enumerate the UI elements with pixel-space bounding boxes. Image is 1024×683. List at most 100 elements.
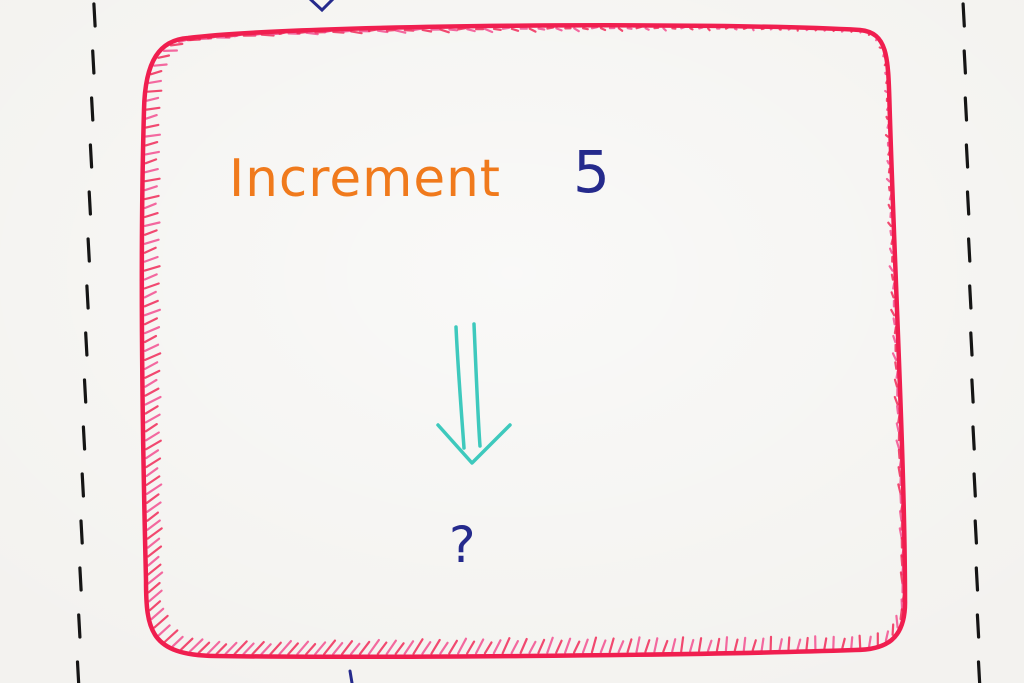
frame-hatch-stroke — [537, 638, 546, 654]
frame-hatch-stroke — [147, 571, 164, 585]
frame-hatch-stroke — [644, 27, 650, 31]
frame-hatch-stroke — [145, 467, 159, 478]
frame-hatch-stroke — [850, 636, 854, 650]
frame-hatch-stroke — [144, 194, 160, 201]
boundary-dash — [965, 190, 971, 216]
boundary-dash — [971, 425, 976, 451]
frame-hatch-stroke — [144, 405, 159, 415]
frame-hatch-stroke — [171, 635, 184, 648]
frame-hatch-stroke — [269, 641, 282, 656]
frame-hatch-stroke — [164, 629, 179, 643]
frame-hatch-stroke — [147, 555, 160, 567]
frame-hatch-stroke — [492, 639, 502, 655]
frame-hatch-stroke — [186, 38, 201, 42]
frame-hatch-stroke — [145, 483, 163, 495]
frame-hatch-stroke — [394, 29, 407, 34]
frame-hatch-stroke — [144, 168, 159, 174]
frame-hatch-stroke — [233, 640, 248, 656]
frame-hatch-stroke — [296, 640, 310, 656]
frame-hatch-stroke — [143, 334, 158, 344]
frame-hatch-stroke — [144, 352, 162, 361]
function-label: Increment — [229, 149, 501, 209]
frame-hatch-stroke — [841, 637, 846, 650]
boundary-dash — [968, 284, 973, 310]
frame-hatch-stroke — [188, 638, 204, 653]
frame-hatch-stroke — [169, 42, 184, 47]
boundary-dash — [85, 284, 90, 310]
frame-hatch-stroke — [519, 637, 528, 655]
frame-hatch-stroke — [868, 635, 872, 648]
frame-hatch-stroke — [537, 27, 546, 31]
frame-hatch-stroke — [608, 637, 615, 654]
frame-hatch-stroke — [144, 395, 162, 406]
frame-hatch-stroke — [376, 29, 389, 34]
frame-hatch-stroke — [805, 636, 809, 651]
frame-hatch-stroke — [305, 643, 317, 656]
frame-hatch-stroke — [439, 641, 449, 655]
frame-hatch-stroke — [143, 290, 157, 299]
frame-hatch-stroke — [358, 640, 371, 656]
frame-hatch-stroke — [143, 221, 161, 227]
frame-hatch-stroke — [180, 637, 194, 651]
frame-hatch-stroke — [412, 638, 424, 655]
frame-hatch-stroke — [492, 27, 502, 31]
frame-hatch-stroke — [143, 265, 161, 272]
frame-hatch-stroke — [581, 638, 589, 654]
frame-hatch-stroke — [546, 636, 554, 654]
frame-hatch-stroke — [706, 639, 713, 653]
frame-hatch-stroke — [900, 554, 904, 567]
frame-hatch-stroke — [599, 27, 607, 32]
frame-hatch-stroke — [899, 510, 903, 522]
frame-hatch-stroke — [510, 27, 520, 32]
frame-hatch-stroke — [144, 361, 159, 370]
frame-hatch-stroke — [724, 636, 729, 652]
frame-hatch-stroke — [143, 255, 159, 263]
frame-hatch-stroke — [145, 493, 160, 504]
frame-hatch-stroke — [145, 475, 161, 486]
frame-hatch-stroke — [148, 589, 163, 603]
boundary-dash — [973, 519, 978, 545]
frame-hatch-stroke — [145, 96, 160, 102]
frame-hatch-stroke — [143, 299, 159, 308]
frame-hatch-stroke — [893, 378, 899, 388]
frame-hatch-stroke — [897, 466, 902, 478]
frame-hatch-stroke — [885, 115, 889, 120]
boundary-dash — [86, 237, 91, 263]
right-boundary-dashes — [961, 2, 982, 683]
frame-hatch-stroke — [143, 238, 160, 245]
frame-hatch-stroke — [671, 638, 677, 653]
frame-hatch-stroke — [143, 308, 161, 317]
frame-hatch-stroke — [143, 326, 161, 335]
boundary-dash — [90, 96, 95, 122]
frame-hatch-stroke — [884, 89, 888, 93]
input-value: 5 — [573, 138, 610, 206]
frame-hatch-stroke — [555, 27, 563, 32]
frame-hatch-stroke — [278, 640, 292, 656]
frame-hatch-stroke — [751, 639, 757, 652]
frame-hatch-stroke — [778, 638, 783, 651]
frame-hatch-stroke — [892, 334, 897, 344]
frame-hatch-stroke — [887, 203, 892, 210]
frame-hatch-stroke — [760, 637, 765, 652]
frame-hatch-stroke — [888, 265, 894, 272]
frame-hatch-stroke — [385, 28, 397, 32]
frame-hatch-stroke — [144, 343, 160, 352]
frame-hatch-stroke — [341, 29, 353, 33]
frame-hatch-stroke — [689, 27, 694, 31]
boundary-dash — [976, 660, 982, 683]
frame-hatch-stroke — [582, 27, 589, 31]
frame-hatch-stroke — [260, 643, 272, 656]
frame-hatch-stroke — [572, 640, 581, 654]
frame-hatch-stroke — [146, 511, 159, 522]
frame-hatch-stroke — [215, 643, 228, 655]
frame-hatch-stroke — [144, 369, 161, 379]
frame-hatch-stroke — [146, 527, 163, 540]
frame-hatch-stroke — [889, 229, 893, 237]
frame-hatch-stroke — [144, 158, 158, 165]
frame-hatch-stroke — [150, 607, 165, 621]
frame-hatch-stroke — [385, 639, 397, 656]
frame-hatch-stroke — [145, 114, 158, 120]
boundary-dash — [92, 2, 97, 28]
frame-hatch-stroke — [893, 395, 899, 406]
